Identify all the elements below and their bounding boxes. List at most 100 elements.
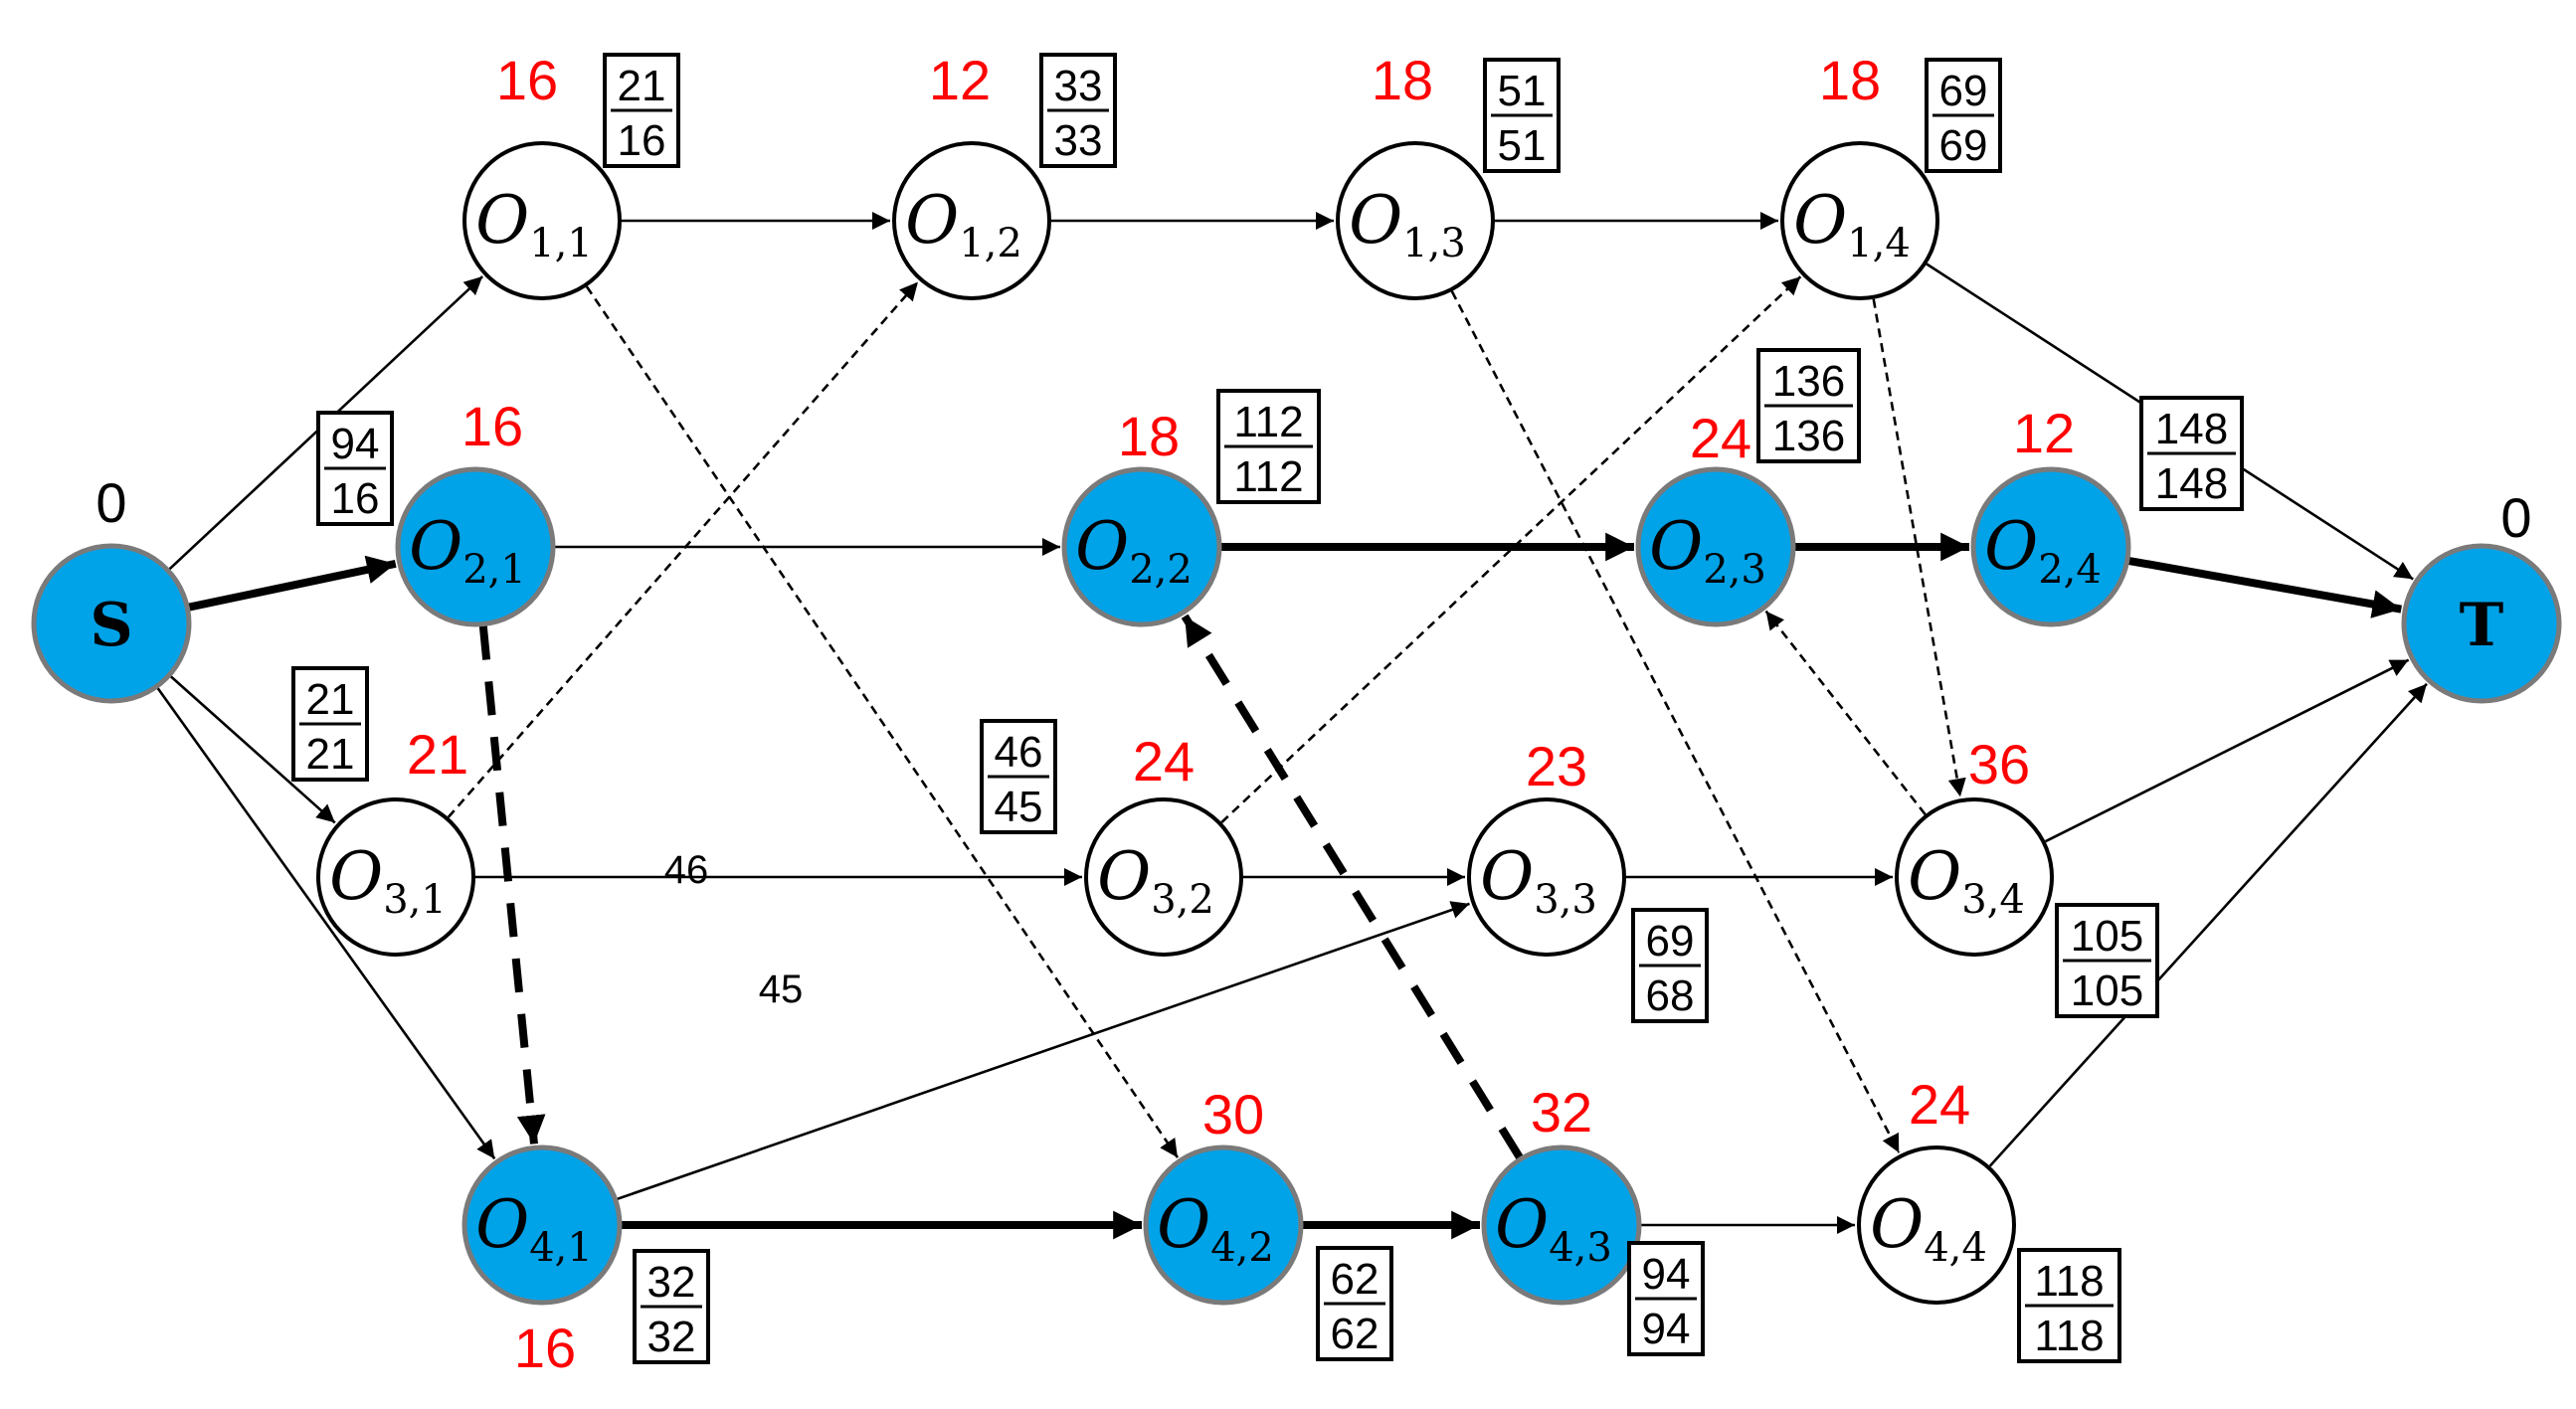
duration-label: 24: [1690, 407, 1751, 469]
node-circle: [1895, 797, 2054, 957]
node-label: O3,2: [1097, 838, 1214, 923]
time-box-top: 136: [1772, 357, 1845, 406]
edge-o43-o22: [1181, 614, 1524, 1160]
node-label: O4,2: [1157, 1186, 1274, 1271]
annotation-label-1: 46: [664, 848, 709, 892]
time-box-top: 46: [995, 728, 1043, 777]
node-circle: [31, 543, 192, 704]
duration-label: 0: [2500, 486, 2531, 549]
time-box-top: 112: [1233, 398, 1303, 446]
node-circle: [1336, 141, 1495, 300]
time-box-top: 94: [331, 420, 380, 468]
duration-label: 18: [1372, 49, 1433, 111]
time-box-bottom: 16: [618, 116, 666, 165]
node-label: O2,4: [1984, 508, 2102, 593]
time-box-top: 21: [618, 62, 666, 110]
node-circle: [1780, 141, 1939, 300]
edge-o11-o42: [585, 285, 1180, 1158]
duration-label: 16: [514, 1317, 576, 1379]
time-box-bottom: 69: [1939, 121, 1988, 170]
time-box-bottom: 68: [1646, 971, 1695, 1020]
edge-o24-T: [2128, 557, 2402, 618]
node-circle: [1084, 797, 1243, 957]
time-box-top: 62: [1331, 1255, 1380, 1304]
node-circle: [1970, 466, 2131, 627]
time-box-bottom: 148: [2155, 459, 2228, 508]
node-label: O2,2: [1075, 508, 1193, 593]
time-box-bottom: 94: [1642, 1305, 1691, 1353]
node-circle: [316, 797, 475, 957]
duration-label: 18: [1819, 49, 1881, 111]
node-label: S: [90, 591, 132, 660]
time-box-top: 33: [1054, 62, 1103, 110]
node-circle: [1143, 1145, 1304, 1306]
time-box-top: 69: [1939, 67, 1988, 115]
node-label: O4,1: [475, 1186, 593, 1271]
node-circle: [395, 466, 556, 627]
duration-label: 24: [1133, 730, 1195, 793]
time-box-top: 148: [2155, 405, 2228, 453]
edge-S-o41: [156, 687, 496, 1160]
duration-label: 0: [95, 471, 126, 534]
edge-o14-o34: [1872, 298, 1966, 797]
time-box-top: 32: [647, 1258, 696, 1307]
node-S[interactable]: S0: [31, 471, 192, 704]
time-box-top: 94: [1642, 1250, 1691, 1299]
node-circle: [462, 141, 622, 300]
time-box-top: 118: [2034, 1257, 2104, 1306]
node-circle: [1635, 466, 1796, 627]
duration-label: 32: [1531, 1081, 1592, 1144]
node-label: O3,4: [1908, 838, 2025, 923]
time-box-top: 51: [1498, 67, 1547, 115]
duration-label: 23: [1526, 735, 1587, 797]
edge-o41-o33: [617, 901, 1470, 1201]
time-box-bottom: 112: [1233, 452, 1303, 501]
node-circle: [1061, 466, 1222, 627]
node-T[interactable]: T0: [2401, 486, 2562, 704]
time-box-bottom: 33: [1054, 116, 1103, 165]
duration-label: 18: [1118, 405, 1180, 467]
node-circle: [461, 1145, 623, 1306]
edge-o13-o44: [1450, 290, 1901, 1153]
edge-o44-T: [1988, 682, 2428, 1167]
node-o22[interactable]: O2,2 18 112 112: [1061, 389, 1321, 627]
edge-S-o31: [169, 675, 336, 824]
edges-layer: [156, 211, 2428, 1240]
node-label: O3,1: [329, 838, 447, 923]
edge-o21-o41: [478, 625, 546, 1145]
time-box-bottom: 105: [2071, 967, 2143, 1015]
labels-layer: 46 45: [664, 848, 804, 1011]
duration-label: 16: [461, 395, 523, 457]
node-label: O1,1: [475, 182, 593, 266]
node-label: O2,1: [409, 508, 526, 593]
duration-label: 24: [1909, 1073, 1970, 1136]
